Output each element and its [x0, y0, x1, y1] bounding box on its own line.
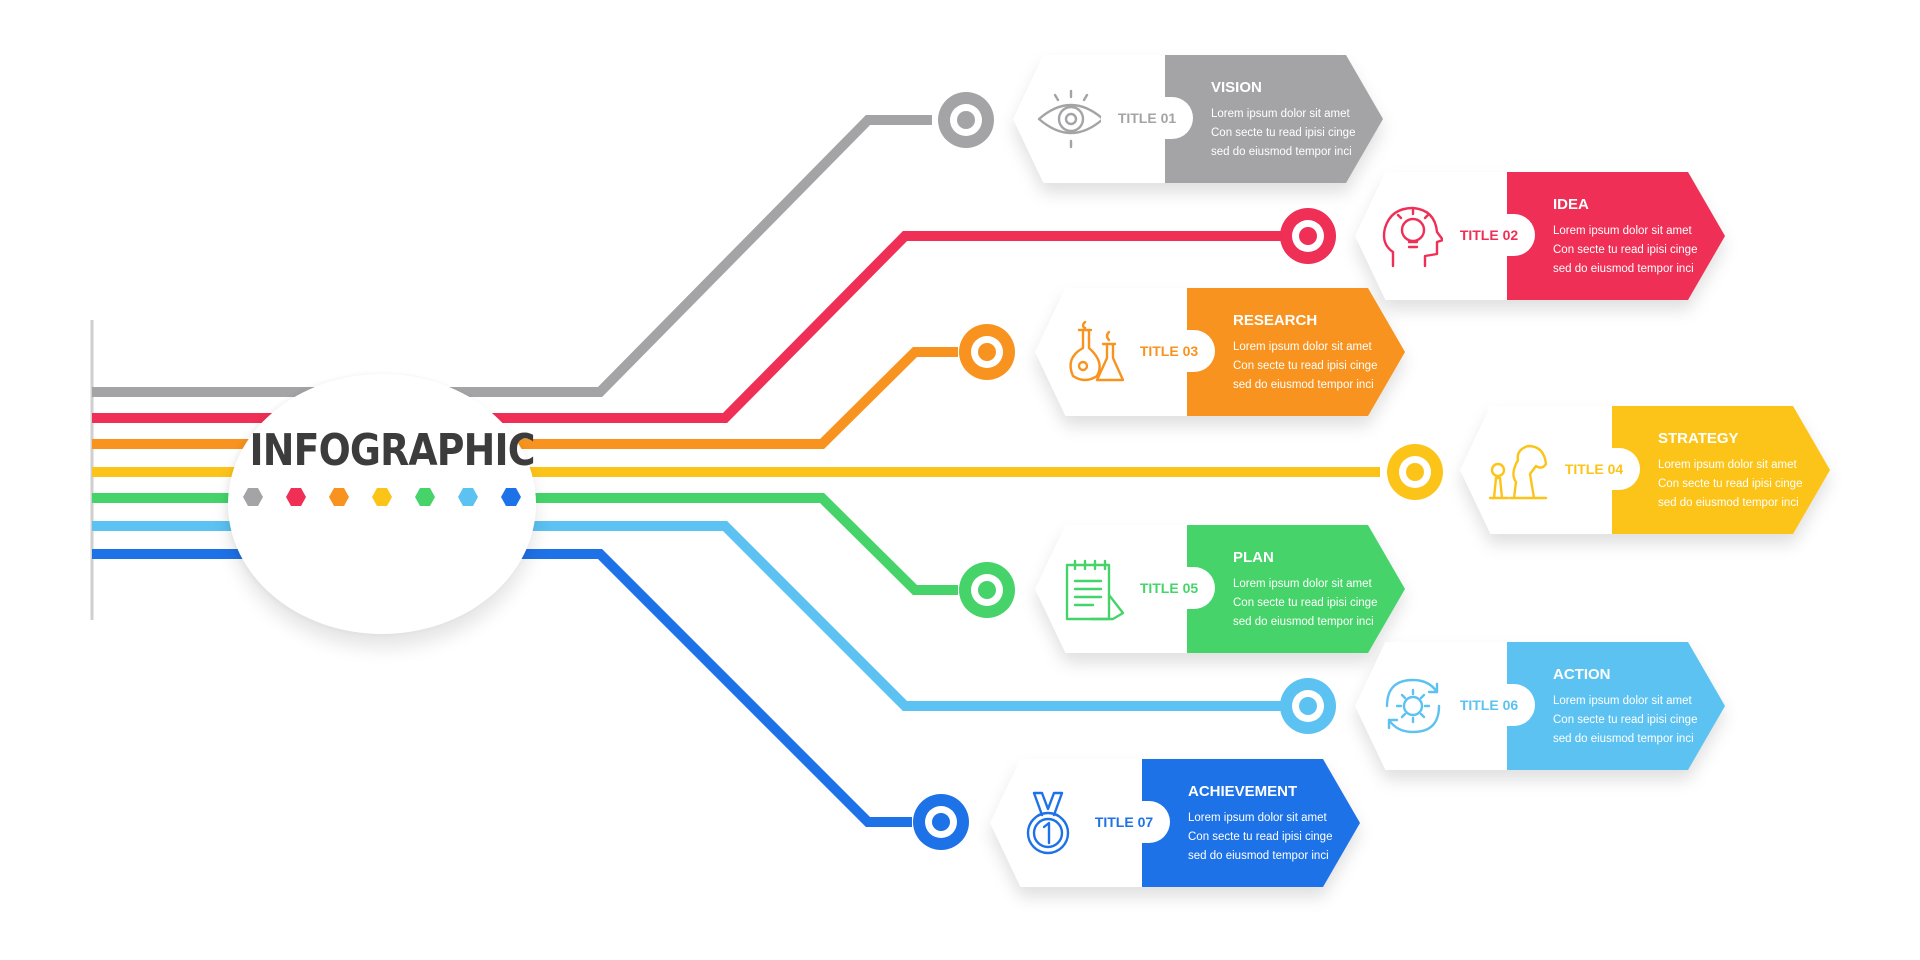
gear-cycle-icon — [1377, 672, 1449, 740]
head-lightbulb-icon — [1377, 202, 1449, 270]
hub-dot-5 — [415, 488, 435, 506]
card-title-label: TITLE 04 — [1548, 448, 1640, 490]
card-title-label: TITLE 02 — [1443, 214, 1535, 256]
step-card-7: TITLE 07 ACHIEVEMENT Lorem ipsum dolor sit… — [990, 759, 1360, 887]
card-description-line: Lorem ipsum dolor sit amet — [1233, 578, 1372, 590]
hub-dot-3 — [329, 488, 349, 506]
node-ring-2 — [1280, 208, 1336, 264]
card-description-line: sed do eiusmod tempor inci — [1211, 146, 1352, 158]
card-description-line: sed do eiusmod tempor inci — [1233, 379, 1374, 391]
hub-dot-4 — [372, 488, 392, 506]
step-card-3: TITLE 03 RESEARCH Lorem ipsum dolor sit am… — [1035, 288, 1405, 416]
hub-title: INFOGRAPHIC — [249, 425, 536, 476]
card-title-label: TITLE 07 — [1078, 801, 1170, 843]
clipboard-icon — [1057, 555, 1129, 623]
hub-dot-6 — [458, 488, 478, 506]
card-description-line: Con secte tu read ipisi cinge — [1658, 478, 1803, 490]
card-description-line: sed do eiusmod tempor inci — [1233, 616, 1374, 628]
card-description-line: Lorem ipsum dolor sit amet — [1211, 108, 1350, 120]
card-title-label: TITLE 01 — [1101, 97, 1193, 139]
card-description-line: Con secte tu read ipisi cinge — [1233, 597, 1378, 609]
card-description-line: sed do eiusmod tempor inci — [1658, 497, 1799, 509]
hub-dot-7 — [501, 488, 521, 506]
hub-color-dots — [240, 486, 524, 508]
chess-pieces-icon — [1482, 436, 1554, 504]
card-title-label: TITLE 03 — [1123, 330, 1215, 372]
card-heading: IDEA — [1553, 196, 1589, 213]
card-description-line: sed do eiusmod tempor inci — [1188, 850, 1329, 862]
card-heading: RESEARCH — [1233, 312, 1318, 329]
card-description-line: sed do eiusmod tempor inci — [1553, 263, 1694, 275]
card-description-line: Con secte tu read ipisi cinge — [1553, 244, 1698, 256]
card-heading: PLAN — [1233, 549, 1274, 566]
card-heading: ACHIEVEMENT — [1188, 783, 1298, 800]
node-ring-4 — [1387, 444, 1443, 500]
step-card-1: TITLE 01 VISION Lorem ipsum dolor sit amet… — [1013, 55, 1383, 183]
node-ring-1 — [938, 92, 994, 148]
hub-dot-2 — [286, 488, 306, 506]
card-description-line: Con secte tu read ipisi cinge — [1211, 127, 1356, 139]
card-description-line: Lorem ipsum dolor sit amet — [1553, 225, 1692, 237]
node-ring-5 — [959, 562, 1015, 618]
card-heading: ACTION — [1553, 666, 1611, 683]
lab-flasks-icon — [1057, 318, 1129, 386]
hub-dot-1 — [243, 488, 263, 506]
node-ring-7 — [913, 794, 969, 850]
card-description-line: Lorem ipsum dolor sit amet — [1553, 695, 1692, 707]
step-card-6: TITLE 06 ACTION Lorem ipsum dolor sit amet… — [1355, 642, 1725, 770]
card-description-line: Con secte tu read ipisi cinge — [1233, 360, 1378, 372]
card-heading: STRATEGY — [1658, 430, 1739, 447]
medal-icon — [1012, 789, 1084, 857]
step-card-4: TITLE 04 STRATEGY Lorem ipsum dolor sit am… — [1460, 406, 1830, 534]
card-description-line: Lorem ipsum dolor sit amet — [1188, 812, 1327, 824]
card-description-line: Con secte tu read ipisi cinge — [1188, 831, 1333, 843]
card-heading: VISION — [1211, 79, 1262, 96]
card-title-label: TITLE 06 — [1443, 684, 1535, 726]
card-title-label: TITLE 05 — [1123, 567, 1215, 609]
connector-line-1 — [92, 115, 932, 397]
card-description-line: sed do eiusmod tempor inci — [1553, 733, 1694, 745]
card-description-line: Lorem ipsum dolor sit amet — [1233, 341, 1372, 353]
node-ring-6 — [1280, 678, 1336, 734]
eye-icon — [1035, 85, 1107, 153]
node-ring-3 — [959, 324, 1015, 380]
card-description-line: Lorem ipsum dolor sit amet — [1658, 459, 1797, 471]
card-description-line: Con secte tu read ipisi cinge — [1553, 714, 1698, 726]
